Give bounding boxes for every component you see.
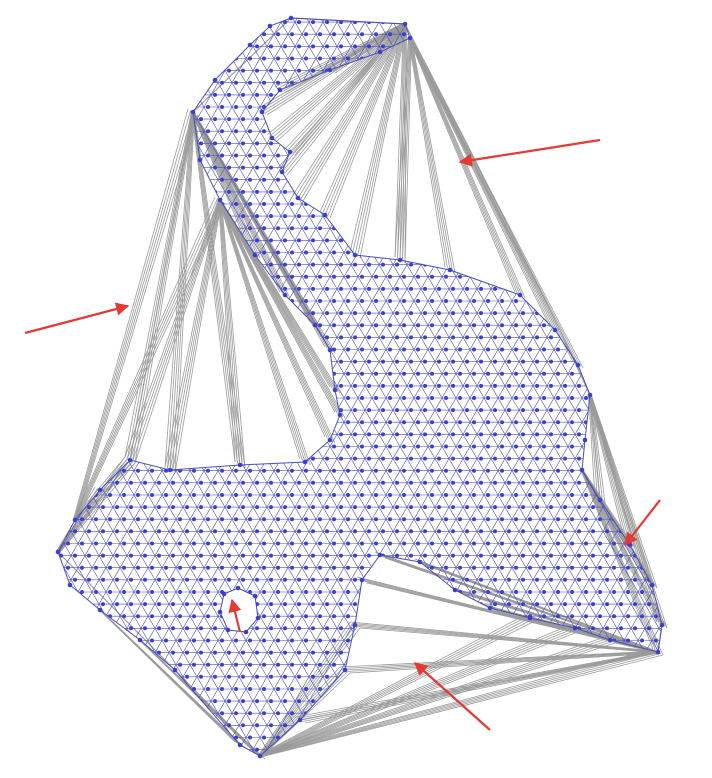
outer-edge-14: [408, 36, 574, 363]
outer-edge-7: [319, 22, 404, 213]
outer-edge-12: [408, 36, 516, 293]
outer-edge-30: [588, 394, 626, 543]
outer-edge-11: [408, 37, 446, 268]
hole-boundary: [219, 587, 259, 633]
hull-edge-3: [559, 329, 591, 396]
outer-edge-57: [73, 108, 189, 520]
outer-edge-8: [349, 23, 404, 253]
outer-edge-4: [284, 22, 404, 150]
hull-edge-1: [404, 23, 471, 151]
outer-edge-55: [56, 456, 126, 552]
hull-edge-4: [589, 394, 601, 501]
outer-edge-28: [218, 198, 331, 388]
outer-edge-52: [258, 636, 606, 756]
annotation-arrows: [24, 138, 661, 731]
outer-edge-53: [258, 648, 654, 756]
outer-edge-26: [218, 198, 326, 438]
outer-edge-2: [256, 22, 404, 110]
outer-edge-29: [588, 394, 596, 498]
outer-edge-17: [191, 111, 236, 463]
outer-edge-6: [292, 22, 404, 196]
outer-edge-32: [588, 393, 658, 623]
outer-edge-51: [258, 624, 571, 756]
outer-edge-10: [394, 37, 409, 258]
outer-edge-25: [218, 198, 301, 460]
red-arrow-icon: [414, 662, 491, 731]
red-arrow-icon: [458, 138, 601, 167]
outer-edge-18: [191, 110, 251, 253]
outer-edge-50: [258, 614, 526, 756]
outer-edge-36: [580, 468, 654, 650]
red-arrow-icon: [24, 302, 130, 335]
outer-edge-3: [266, 22, 404, 136]
outer-edge-16: [164, 111, 192, 468]
outer-edge-13: [408, 36, 551, 328]
hull-edge-11: [129, 111, 194, 461]
red-arrow-icon: [228, 598, 242, 633]
hull-edge-5: [599, 499, 663, 626]
mesh-boundary: [55, 15, 665, 759]
outer-edge-9: [394, 23, 404, 258]
hull-edge-10: [57, 459, 131, 553]
red-arrow-icon: [624, 499, 661, 547]
outer-boundary: [57, 17, 663, 757]
outer-edge-15: [124, 111, 192, 458]
hull-edge-2: [469, 149, 561, 331]
outer-triangulation-edges: [56, 17, 668, 760]
outer-edge-1: [274, 22, 404, 88]
outer-edge-22: [124, 198, 219, 458]
outer-edge-23: [164, 199, 219, 468]
outer-edge-24: [218, 199, 236, 463]
outer-edge-27: [218, 198, 336, 413]
outer-edge-21: [191, 110, 326, 348]
hull-edge-7: [299, 651, 659, 721]
outer-edge-58: [73, 196, 216, 520]
